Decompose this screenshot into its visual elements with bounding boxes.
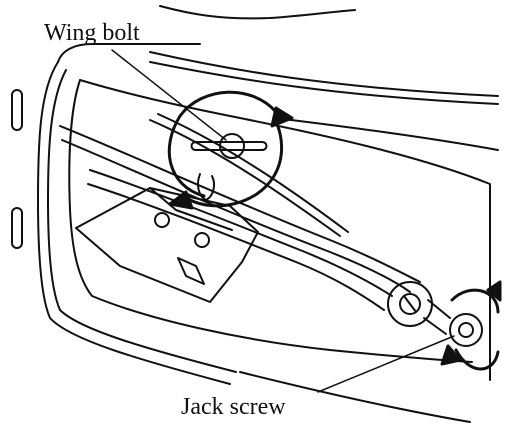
jack-arms <box>60 114 420 310</box>
retaining-slots <box>12 90 22 248</box>
side-wall <box>38 62 490 422</box>
jack-screw-label: Jack screw <box>181 394 286 420</box>
wing-bolt-label: Wing bolt <box>44 20 140 46</box>
